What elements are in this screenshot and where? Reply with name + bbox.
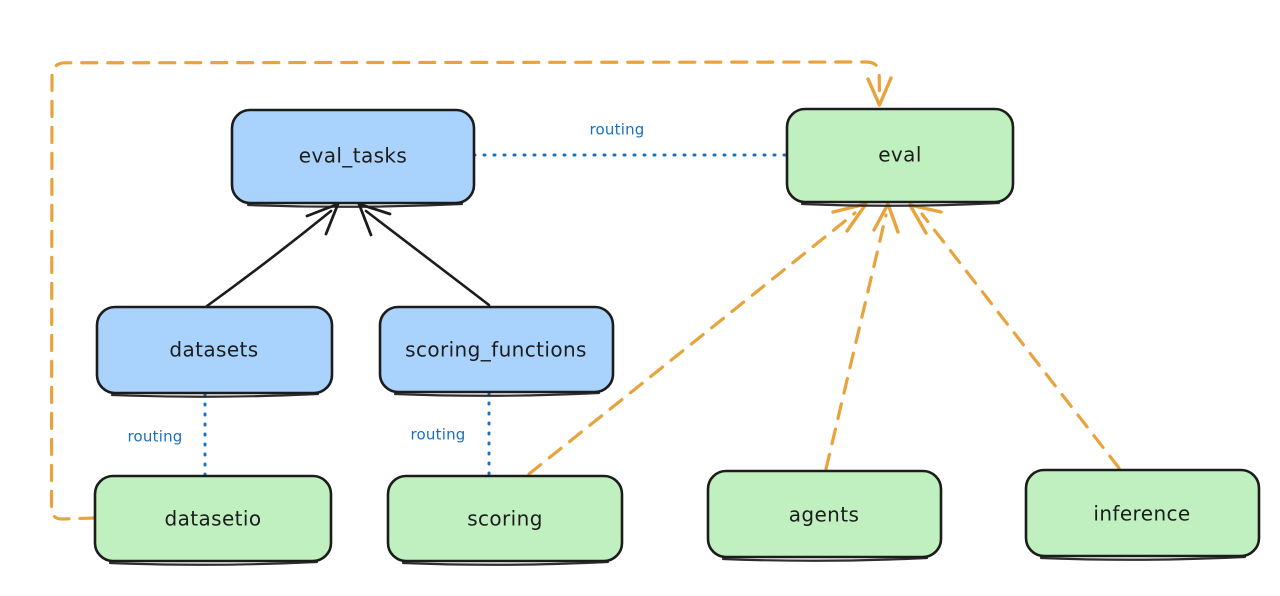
node-inference[interactable]: inference — [1024, 468, 1261, 561]
node-datasets-shadow — [110, 392, 320, 398]
edge-label-routing-datasets-datasetio: routing — [128, 428, 183, 446]
node-inference-shadow — [1039, 555, 1247, 561]
node-agents[interactable]: agents — [706, 469, 943, 562]
node-datasetio[interactable]: datasetio — [93, 474, 333, 566]
node-agents-shadow — [721, 556, 929, 562]
node-eval[interactable]: eval — [785, 107, 1015, 207]
node-scoring-label: scoring — [467, 507, 543, 531]
node-agents-label: agents — [789, 503, 860, 527]
node-scoring_functions-shadow — [393, 391, 601, 397]
edge-datasetio-eval — [49, 60, 893, 521]
node-scoring_functions[interactable]: scoring_functions — [378, 305, 615, 397]
edge-inference-eval-line — [920, 212, 1121, 470]
edge-datasets-eval_tasks — [205, 202, 340, 308]
node-eval-shadow — [800, 201, 1001, 207]
node-eval_tasks-shadow — [246, 202, 464, 208]
node-scoring-box[interactable] — [386, 474, 624, 563]
edge-agents-eval-line — [824, 213, 888, 471]
node-datasetio-shadow — [108, 560, 319, 566]
edge-datasets-eval_tasks-line — [205, 209, 333, 308]
edge-label-routing-scoring_functions-scoring: routing — [411, 426, 466, 444]
edge-label-routing-eval_tasks-eval: routing — [590, 121, 645, 139]
edge-datasetio-eval-arrowhead — [866, 76, 893, 107]
edge-datasets-datasetio: routing — [128, 392, 207, 478]
node-datasets-label: datasets — [169, 338, 258, 362]
node-eval_tasks-label: eval_tasks — [299, 144, 407, 168]
node-eval-label: eval — [878, 143, 922, 167]
node-datasetio-label: datasetio — [164, 507, 261, 531]
edge-scoring-eval — [527, 202, 868, 476]
edge-agents-eval — [824, 202, 900, 471]
node-eval_tasks[interactable]: eval_tasks — [230, 108, 476, 208]
node-inference-box[interactable] — [1024, 468, 1261, 558]
edge-scoring_functions-eval_tasks — [357, 202, 491, 307]
node-agents-box[interactable] — [706, 469, 943, 559]
edge-inference-eval — [908, 203, 1121, 470]
node-datasets[interactable]: datasets — [95, 305, 334, 398]
edge-scoring_functions-eval_tasks-arrowhead — [357, 202, 392, 237]
edge-scoring_functions-scoring: routing — [411, 391, 491, 478]
edge-datasetio-eval-line — [49, 60, 882, 521]
node-datasets-box[interactable] — [95, 305, 334, 395]
node-scoring[interactable]: scoring — [386, 474, 624, 566]
edge-scoring-eval-arrowhead — [831, 202, 868, 233]
node-scoring-shadow — [401, 560, 610, 566]
edge-agents-eval-arrowhead — [872, 202, 900, 234]
node-eval-box[interactable] — [785, 107, 1015, 204]
node-datasetio-box[interactable] — [93, 474, 333, 563]
node-scoring_functions-label: scoring_functions — [405, 338, 587, 362]
edge-scoring-eval-line — [527, 211, 857, 476]
node-eval_tasks-box[interactable] — [230, 108, 476, 205]
node-inference-label: inference — [1093, 502, 1190, 526]
edge-scoring_functions-eval_tasks-line — [364, 209, 491, 307]
node-scoring_functions-box[interactable] — [378, 305, 615, 394]
edge-eval_tasks-eval: routing — [472, 121, 788, 157]
